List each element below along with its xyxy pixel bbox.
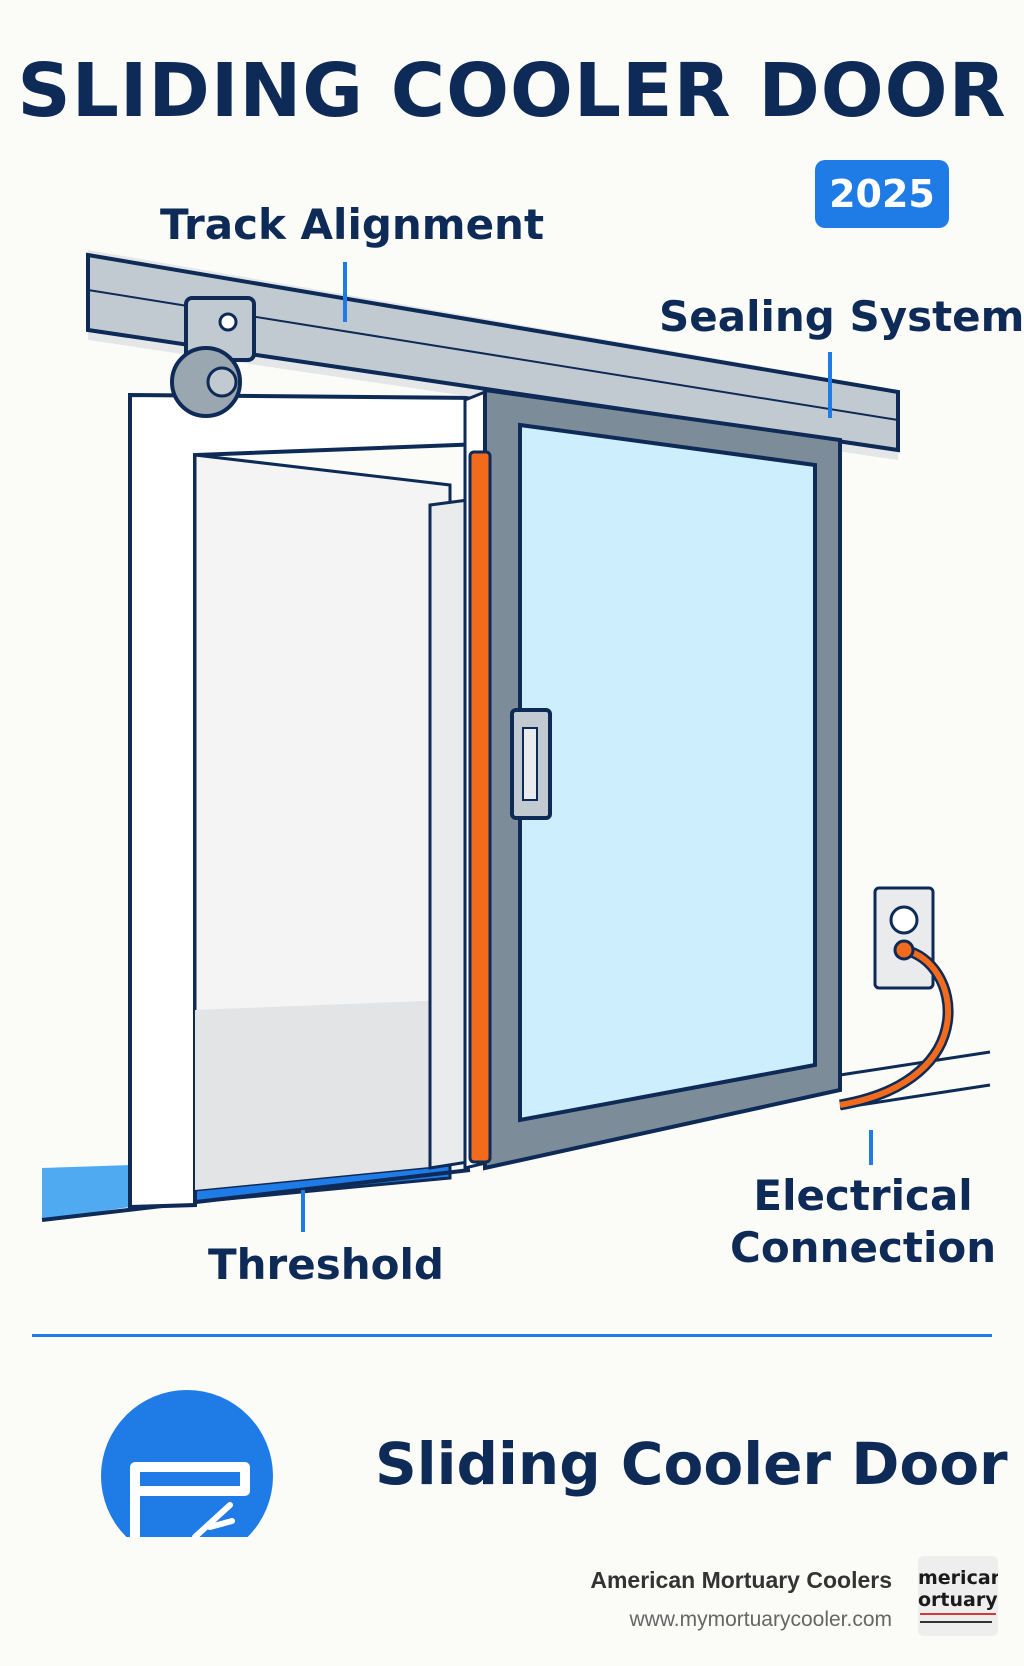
company-name: American Mortuary Coolers — [590, 1567, 892, 1593]
sliding-door-panel — [463, 387, 842, 1171]
company-url[interactable]: www.mymortuarycooler.com — [629, 1608, 892, 1631]
callout-electrical-connection: Electrical Connection — [730, 1170, 996, 1274]
callout-sealing-systems: Sealing Systems — [659, 292, 1024, 341]
roller-wheel-icon — [170, 296, 256, 418]
callout-track-alignment: Track Alignment — [160, 200, 545, 249]
callout-lines — [301, 262, 873, 1232]
callout-threshold: Threshold — [208, 1240, 444, 1289]
subtitle: Sliding Cooler Door — [375, 1430, 1008, 1498]
svg-text:mericar: mericar — [918, 1567, 998, 1589]
door-frame — [128, 392, 722, 1210]
door-illustration — [41, 250, 991, 1232]
callout-electrical-line2: Connection — [730, 1223, 997, 1272]
callout-electrical-line1: Electrical — [753, 1171, 973, 1220]
american-mortuary-logo: mericar ortuary — [918, 1556, 998, 1636]
page-title: SLIDING COOLER DOOR — [17, 48, 1007, 134]
svg-text:ortuary: ortuary — [918, 1589, 998, 1611]
section-divider — [32, 1334, 992, 1337]
power-outlet-icon — [839, 886, 954, 1111]
year-badge: 2025 — [815, 160, 949, 228]
track-rail — [86, 250, 900, 460]
sliding-door-icon — [100, 1389, 275, 1537]
